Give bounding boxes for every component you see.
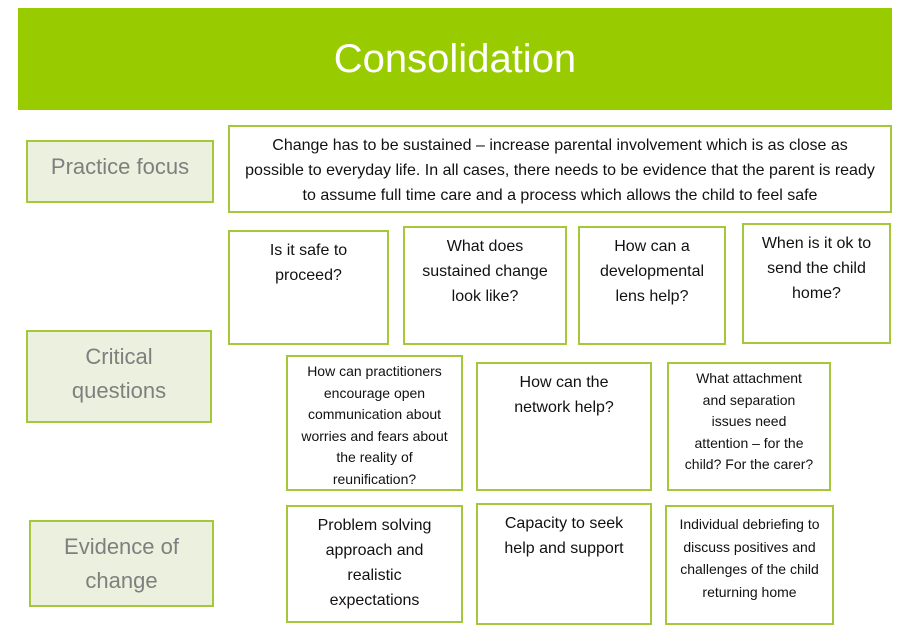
practice-focus-label: Practice focus bbox=[26, 140, 214, 203]
evidence-box: Capacity to seek help and support bbox=[476, 503, 652, 625]
title-banner: Consolidation bbox=[18, 8, 892, 110]
question-box: What attachment and separation issues ne… bbox=[667, 362, 831, 491]
evidence-box: Problem solving approach and realistic e… bbox=[286, 505, 463, 623]
question-box: How can a developmental lens help? bbox=[578, 226, 726, 345]
critical-questions-label: Critical questions bbox=[26, 330, 212, 423]
question-box: How can the network help? bbox=[476, 362, 652, 491]
practice-focus-text: Change has to be sustained – increase pa… bbox=[228, 125, 892, 213]
question-box: Is it safe to proceed? bbox=[228, 230, 389, 345]
evidence-of-change-label: Evidence of change bbox=[29, 520, 214, 607]
question-box: What does sustained change look like? bbox=[403, 226, 567, 345]
question-box: When is it ok to send the child home? bbox=[742, 223, 891, 344]
evidence-box: Individual debriefing to discuss positiv… bbox=[665, 505, 834, 625]
question-box: How can practitioners encourage open com… bbox=[286, 355, 463, 491]
